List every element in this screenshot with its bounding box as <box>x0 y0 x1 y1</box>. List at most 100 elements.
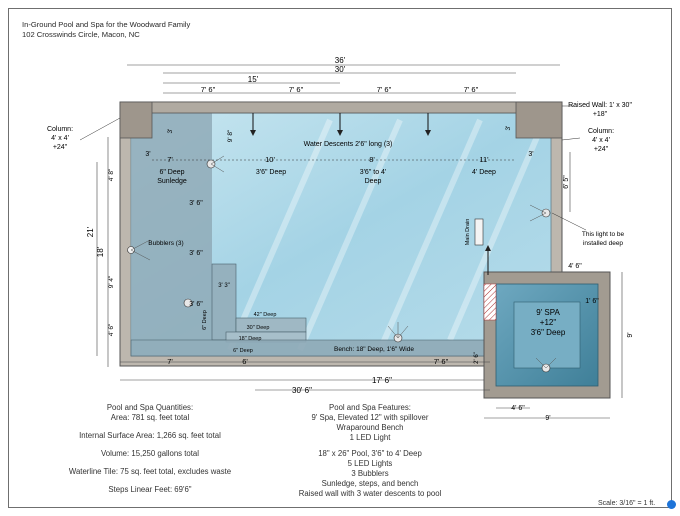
dim-seg-a: 7' 6" <box>201 85 216 94</box>
dim-spa-9-right: 9' <box>627 332 634 337</box>
scale-label: Scale: 3/16" = 1 ft. <box>598 500 656 507</box>
title-block: In-Ground Pool and Spa for the Woodward … <box>22 20 190 40</box>
dim-step-3-6-a: 3' 6" <box>189 200 203 207</box>
dim-top-overall: 36' <box>335 56 346 65</box>
depth-8: 8' <box>369 155 375 164</box>
dimension-lines <box>96 64 623 419</box>
dim-inner-3-right: 3' <box>528 151 533 158</box>
dim-step-3-6-b: 3' 6" <box>189 250 203 257</box>
main-drain-label: Main Drain <box>465 219 471 246</box>
dim-bottom-7-6: 7' 6" <box>434 357 449 366</box>
spa-bench <box>513 301 581 369</box>
dim-seg-b: 7' 6" <box>289 85 304 94</box>
drawing-title: In-Ground Pool and Spa for the Woodward … <box>22 20 191 29</box>
feature-4: 18" x 26" Pool, 3'6" to 4' Deep <box>318 449 422 458</box>
feature-3: 1 LED Light <box>349 433 391 442</box>
feature-5: 5 LED Lights <box>347 459 393 468</box>
quantities-heading: Pool and Spa Quantities: <box>106 403 194 412</box>
dim-small-3: 3' <box>505 126 512 131</box>
feature-6: 3 Bubblers <box>351 469 389 478</box>
step-42 <box>211 263 237 341</box>
dim-spa-9-bottom: 9' <box>545 415 550 422</box>
deep-label-a: 3'6" Deep <box>256 169 286 176</box>
column-right-label-3: +24" <box>594 146 609 153</box>
depth-7: 7' <box>167 155 173 164</box>
dim-bottom-30-6: 30' 6" <box>292 386 312 395</box>
raised-wall-label-2: +18" <box>593 111 608 118</box>
depth-11: 11' <box>479 155 489 164</box>
column-left-label-1: Column: <box>47 126 73 133</box>
dim-left-21: 21' <box>86 226 95 237</box>
dim-bottom-6: 6' <box>242 357 248 366</box>
bench <box>130 339 495 357</box>
light-note-1: This light to be <box>582 231 625 238</box>
light-rays <box>130 155 557 369</box>
bubblers-label: Bubblers (3) <box>148 240 183 247</box>
dim-right-6-5: 6' 5" <box>563 175 570 189</box>
features-heading: Pool and Spa Features: <box>329 403 411 412</box>
step-30-label: 30" Deep <box>247 325 270 331</box>
light-note-2: installed deep <box>583 240 623 247</box>
dim-left-4-6: 4' 6" <box>108 323 115 336</box>
raised-wall-label-1: Raised Wall: 1' x 30" <box>568 102 632 109</box>
raised-wall <box>144 101 518 114</box>
dim-inner-3-left: 3' <box>145 151 150 158</box>
feature-2: Wraparound Bench <box>336 423 404 432</box>
quantity-area: Area: 781 sq. feet total <box>110 413 190 422</box>
dim-seg-c: 7' 6" <box>377 85 392 94</box>
dim-left-4-8: 4' 8" <box>108 168 115 181</box>
quantity-tile: Waterline Tile: 75 sq. feet total, exclu… <box>68 467 232 476</box>
column-left-label-2: 4' x 4' <box>51 135 69 142</box>
water-descents-label: Water Descents 2'6" long (3) <box>304 141 393 148</box>
dim-top-15: 15' <box>248 75 259 84</box>
features-block: Pool and Spa Features: 9' Spa, Elevated … <box>270 403 470 499</box>
dim-left-18: 18' <box>96 246 105 257</box>
dim-spa-4-6-side: 4' 6" <box>568 263 582 270</box>
led-light-icon <box>183 298 193 308</box>
spa-label-2: +12" <box>540 318 557 327</box>
spa-label-3: 3'6" Deep <box>531 328 566 337</box>
step-42-label: 42" Deep <box>254 312 277 318</box>
depth-10: 10' <box>265 155 275 164</box>
dim-step-3-3: 3' 3" <box>218 283 230 289</box>
dim-top-inner: 30' <box>335 65 346 74</box>
dim-small-2-6: 2' 6" <box>474 352 480 364</box>
step-6-deep-a: 6" Deep <box>202 310 208 330</box>
sunledge-area <box>131 113 236 340</box>
spa-label-1: 9' SPA <box>536 308 560 317</box>
water-descents <box>250 113 431 136</box>
dim-spa-1-6: 1' 6" <box>585 298 599 305</box>
column-right-label-2: 4' x 4' <box>592 137 610 144</box>
dim-bottom-17-6: 17' 6" <box>372 376 392 385</box>
step-18-label: 18" Deep <box>239 336 262 342</box>
drawing-address: 102 Crosswinds Circle, Macon, NC <box>22 30 140 39</box>
column-right-label-1: Column: <box>588 128 614 135</box>
column-left-label-3: +24" <box>53 144 68 151</box>
feature-1: 9' Spa, Elevated 12" with spillover <box>311 413 429 422</box>
feature-8: Raised wall with 3 water descents to poo… <box>298 489 442 498</box>
scale-dot-icon <box>667 500 676 509</box>
water-reflections <box>227 118 543 352</box>
quantities-block: Pool and Spa Quantities: Area: 781 sq. f… <box>60 403 240 495</box>
sunledge-label-2: Sunledge <box>157 178 187 185</box>
quantity-volume: Volume: 15,250 gallons total <box>101 449 199 458</box>
leader-lines <box>79 105 587 231</box>
deep-label-c: 4' Deep <box>472 169 496 176</box>
dim-top-9-8: 9' 8" <box>227 129 234 142</box>
bench-label: Bench: 18" Deep, 1'6" Wide <box>334 346 414 353</box>
quantity-surface: Internal Surface Area: 1,266 sq. feet to… <box>79 431 221 440</box>
dim-bottom-7: 7' <box>167 357 173 366</box>
main-drain <box>474 218 484 246</box>
dim-left-3: 3' <box>167 129 174 134</box>
feature-7: Sunledge, steps, and bench <box>321 479 419 488</box>
deep-label-b-2: Deep <box>365 178 382 185</box>
dim-seg-d: 7' 6" <box>464 85 479 94</box>
dim-step-3-6-c: 3' 6" <box>189 301 203 308</box>
deep-label-b-1: 3'6" to 4' <box>360 169 387 176</box>
step-6-deep-b: 6" Deep <box>233 348 253 354</box>
column-right <box>515 101 563 139</box>
dim-spa-4-6-bottom: 4' 6" <box>511 405 525 412</box>
spillover <box>483 283 497 321</box>
quantity-steps: Steps Linear Feet: 69'6" <box>108 485 192 494</box>
